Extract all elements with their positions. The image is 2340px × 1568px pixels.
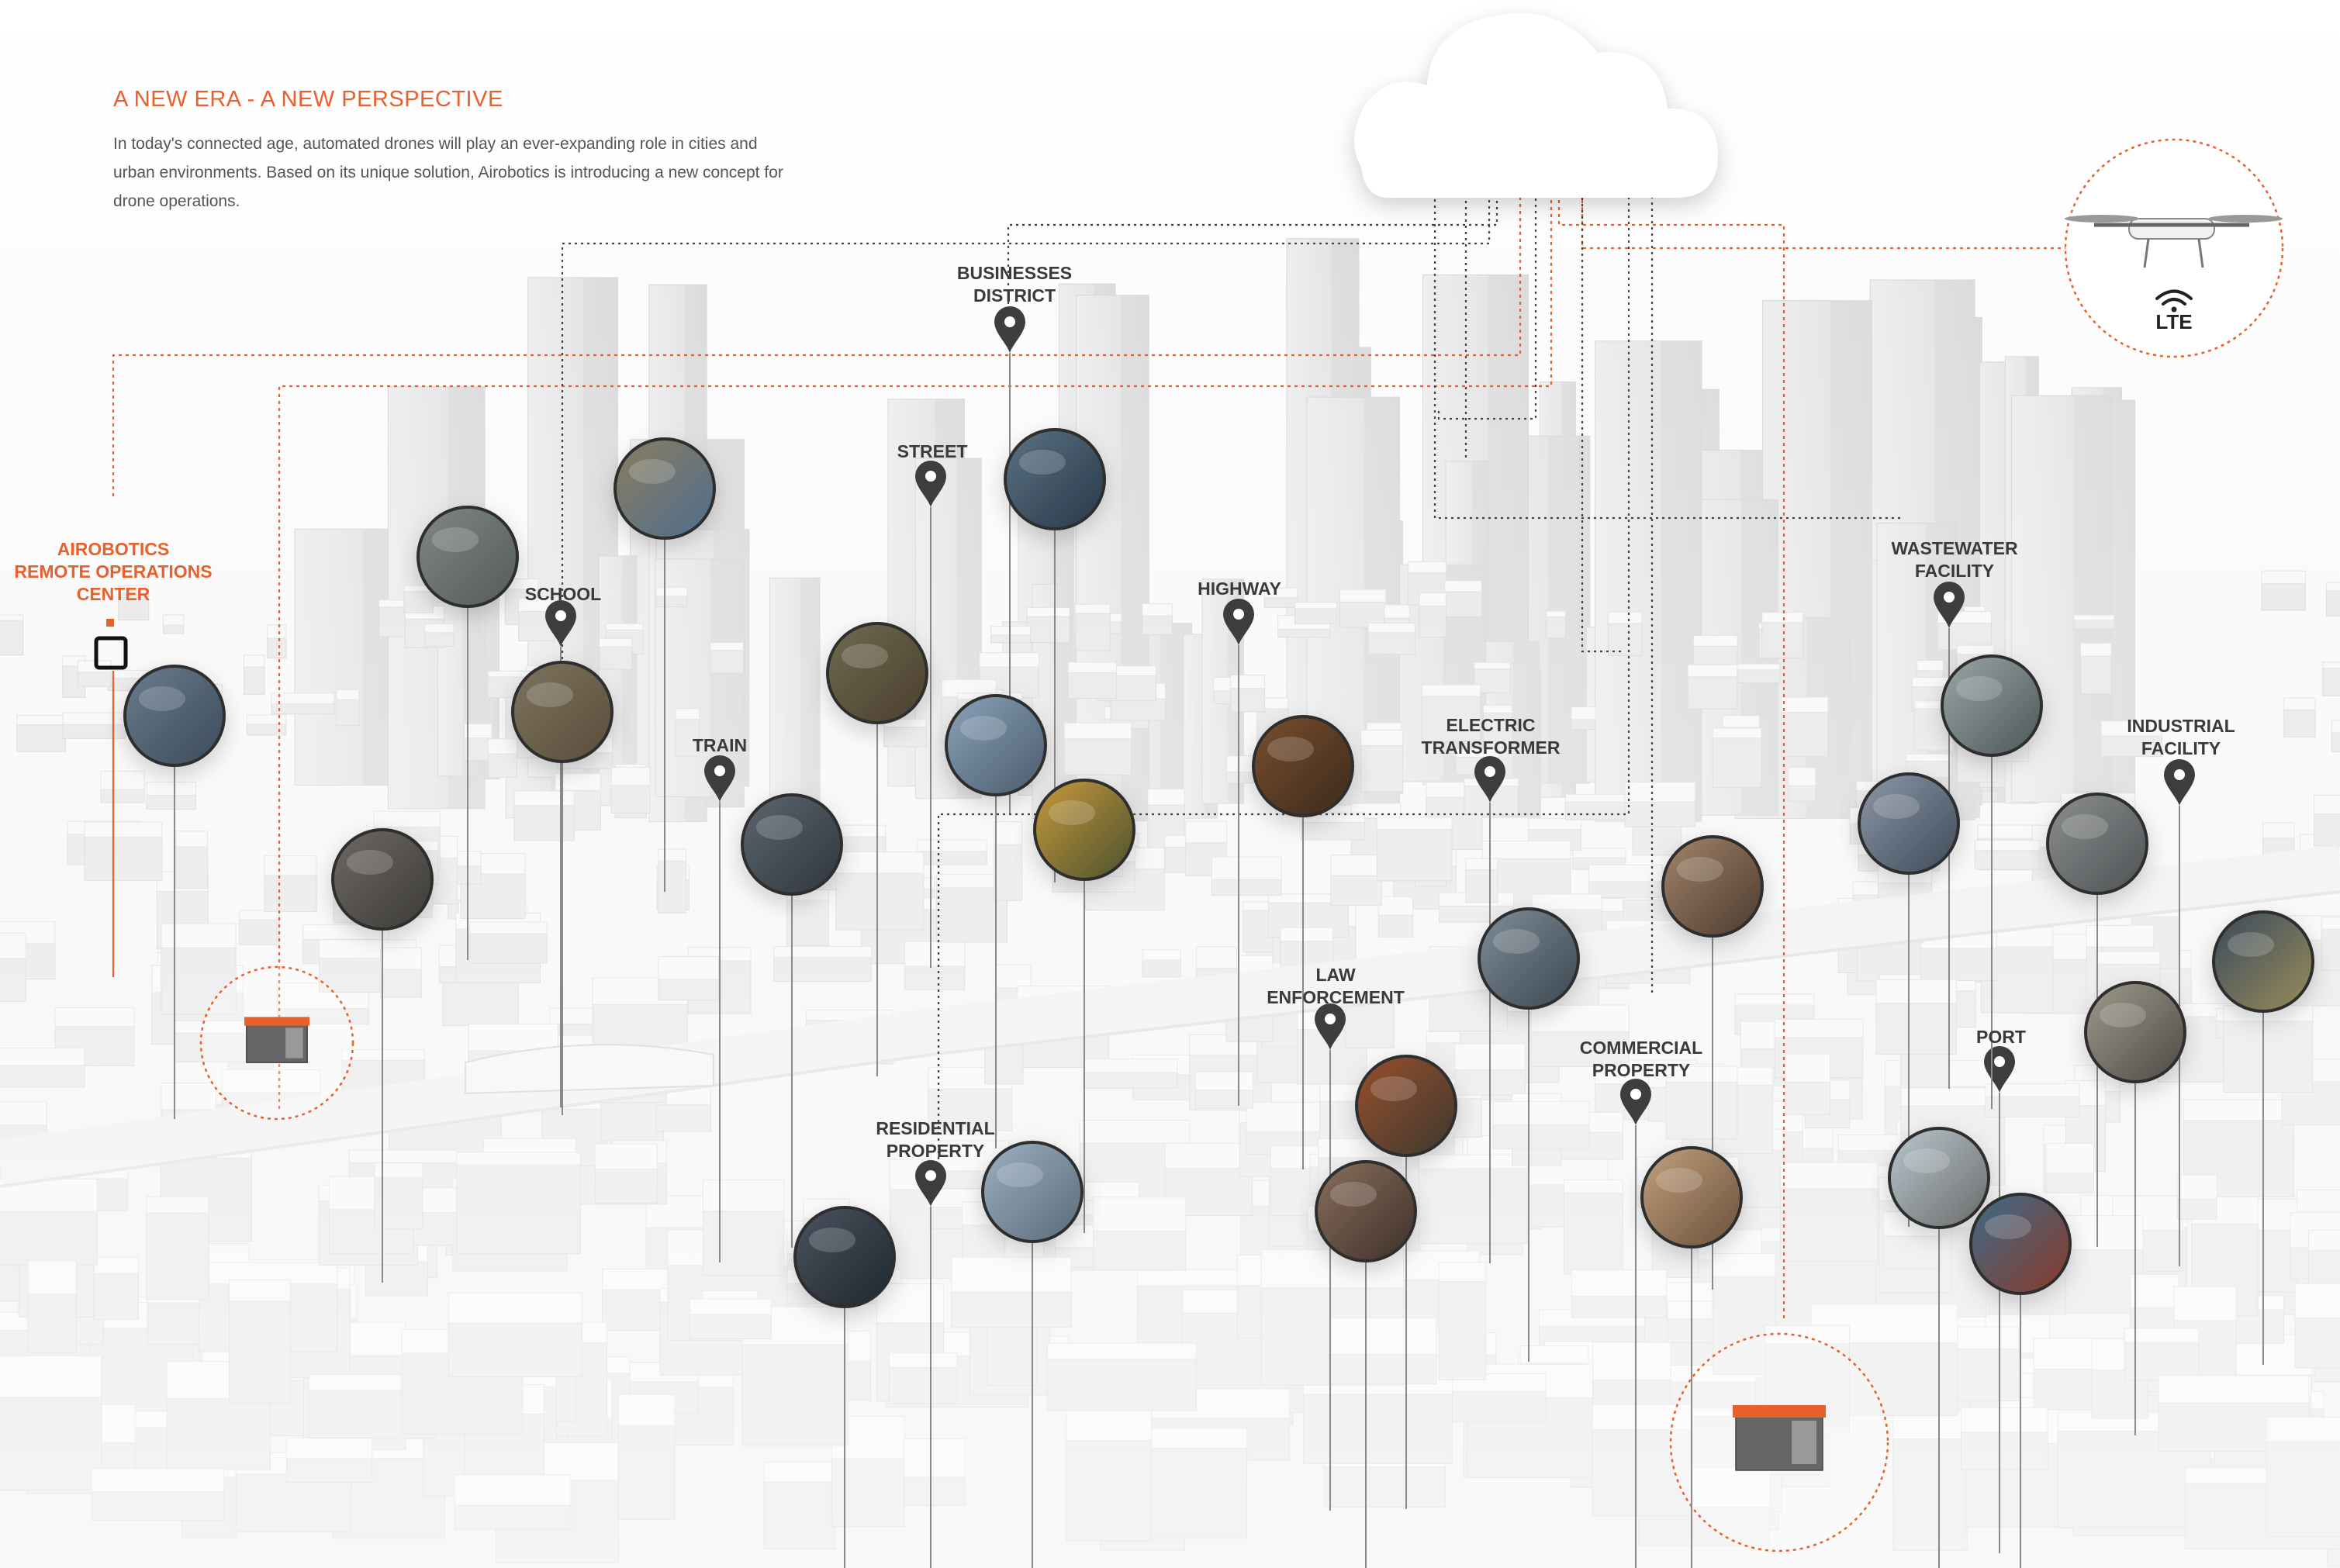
link-drone xyxy=(1581,198,2110,250)
photo-construction-site xyxy=(2046,793,2148,895)
photo-crowd xyxy=(1661,835,1764,938)
drone-dock-left xyxy=(199,965,354,1121)
photo-construction-crane xyxy=(981,1141,1084,1243)
drone-callout xyxy=(2064,138,2284,358)
photo-substation xyxy=(1478,907,1580,1010)
wifi-icon xyxy=(2155,289,2193,313)
link-remote-center xyxy=(112,198,1522,496)
link-dock-right xyxy=(1557,198,1785,1318)
photo-drain-grate xyxy=(826,622,928,724)
drone-callout-ring xyxy=(2064,138,2284,358)
photo-industrial-night xyxy=(2212,910,2314,1013)
photo-shopping-center xyxy=(1640,1146,1743,1249)
label-train: TRAIN xyxy=(692,735,748,755)
link-transformer xyxy=(1581,198,1621,653)
drone-dock-icon xyxy=(1733,1405,1826,1471)
photo-wastewater-plant xyxy=(1941,654,2043,757)
photo-bubbles xyxy=(123,428,2314,1568)
photo-highway-crash xyxy=(1252,715,1354,817)
label-businesses-district: BUSINESSES DISTRICT xyxy=(956,263,1073,306)
label-electric-transformer: ELECTRIC TRANSFORMER xyxy=(1421,715,1561,758)
label-school: SCHOOL xyxy=(524,584,602,604)
map-pin-icon xyxy=(1620,1079,1651,1568)
network-lines xyxy=(112,198,2110,1318)
photo-utility-pole xyxy=(945,694,1047,796)
label-law-enforcement: LAW ENFORCEMENT xyxy=(1267,965,1405,1007)
label-highway: HIGHWAY xyxy=(1198,579,1281,599)
link-school xyxy=(561,198,1491,814)
page-title: A NEW ERA - A NEW PERSPECTIVE xyxy=(113,87,503,112)
drone-icon xyxy=(2065,215,2283,268)
cloud-icon xyxy=(1354,13,1718,198)
link-residential xyxy=(937,198,1630,1190)
photo-fire xyxy=(1355,1055,1457,1157)
photo-remote-operators xyxy=(123,665,226,767)
link-business xyxy=(1007,198,1498,310)
map-pin-icon xyxy=(1223,599,1254,1106)
label-residential-property: RESIDENTIAL PROPERTY xyxy=(876,1118,995,1161)
remote-center-label: AIROBOTICS REMOTE OPERATIONS CENTER xyxy=(14,539,213,604)
link-street xyxy=(1437,198,1537,420)
remote-center-marker xyxy=(106,619,114,627)
label-commercial-property: COMMERCIAL PROPERTY xyxy=(1579,1038,1703,1080)
map-pin-icon xyxy=(704,755,735,1262)
photo-apartment-block xyxy=(793,1206,896,1308)
photo-port-crane xyxy=(1888,1127,1990,1229)
drone-dock-icon xyxy=(244,1017,309,1063)
photo-business-meeting xyxy=(1004,428,1106,530)
photo-school-building xyxy=(614,437,716,540)
photo-inspection-worker xyxy=(1858,772,1960,875)
photo-school-kids xyxy=(511,661,614,763)
label-industrial-facility: INDUSTRIAL FACILITY xyxy=(2127,716,2235,758)
photo-rail-tracks xyxy=(331,828,434,931)
map-pin-icon xyxy=(1315,1003,1346,1511)
photo-traffic-light xyxy=(1033,779,1135,881)
photo-aerial-debris xyxy=(1315,1160,1417,1262)
intro-block: A NEW ERA - A NEW PERSPECTIVE In today's… xyxy=(113,87,796,216)
lte-label: LTE xyxy=(2155,310,2193,333)
map-pin-icon xyxy=(1474,756,1505,1263)
drone-dock-right xyxy=(1669,1332,1889,1552)
intro-text: In today's connected age, automated dron… xyxy=(113,135,783,210)
map-pin-icon xyxy=(915,1160,946,1568)
photo-tablet-analysis xyxy=(2084,981,2186,1083)
photo-shipping-containers xyxy=(1969,1193,2072,1295)
photo-train xyxy=(741,793,843,896)
label-street: STREET xyxy=(897,441,968,461)
link-wastewater xyxy=(1433,198,1900,520)
map-pin-icon xyxy=(915,461,946,968)
photo-aerial-parking xyxy=(416,506,519,608)
label-port: PORT xyxy=(1976,1027,2026,1047)
label-wastewater-facility: WASTEWATER FACILITY xyxy=(1891,538,2018,581)
link-dock-left xyxy=(278,198,1553,1109)
remote-center-icon xyxy=(94,636,128,670)
